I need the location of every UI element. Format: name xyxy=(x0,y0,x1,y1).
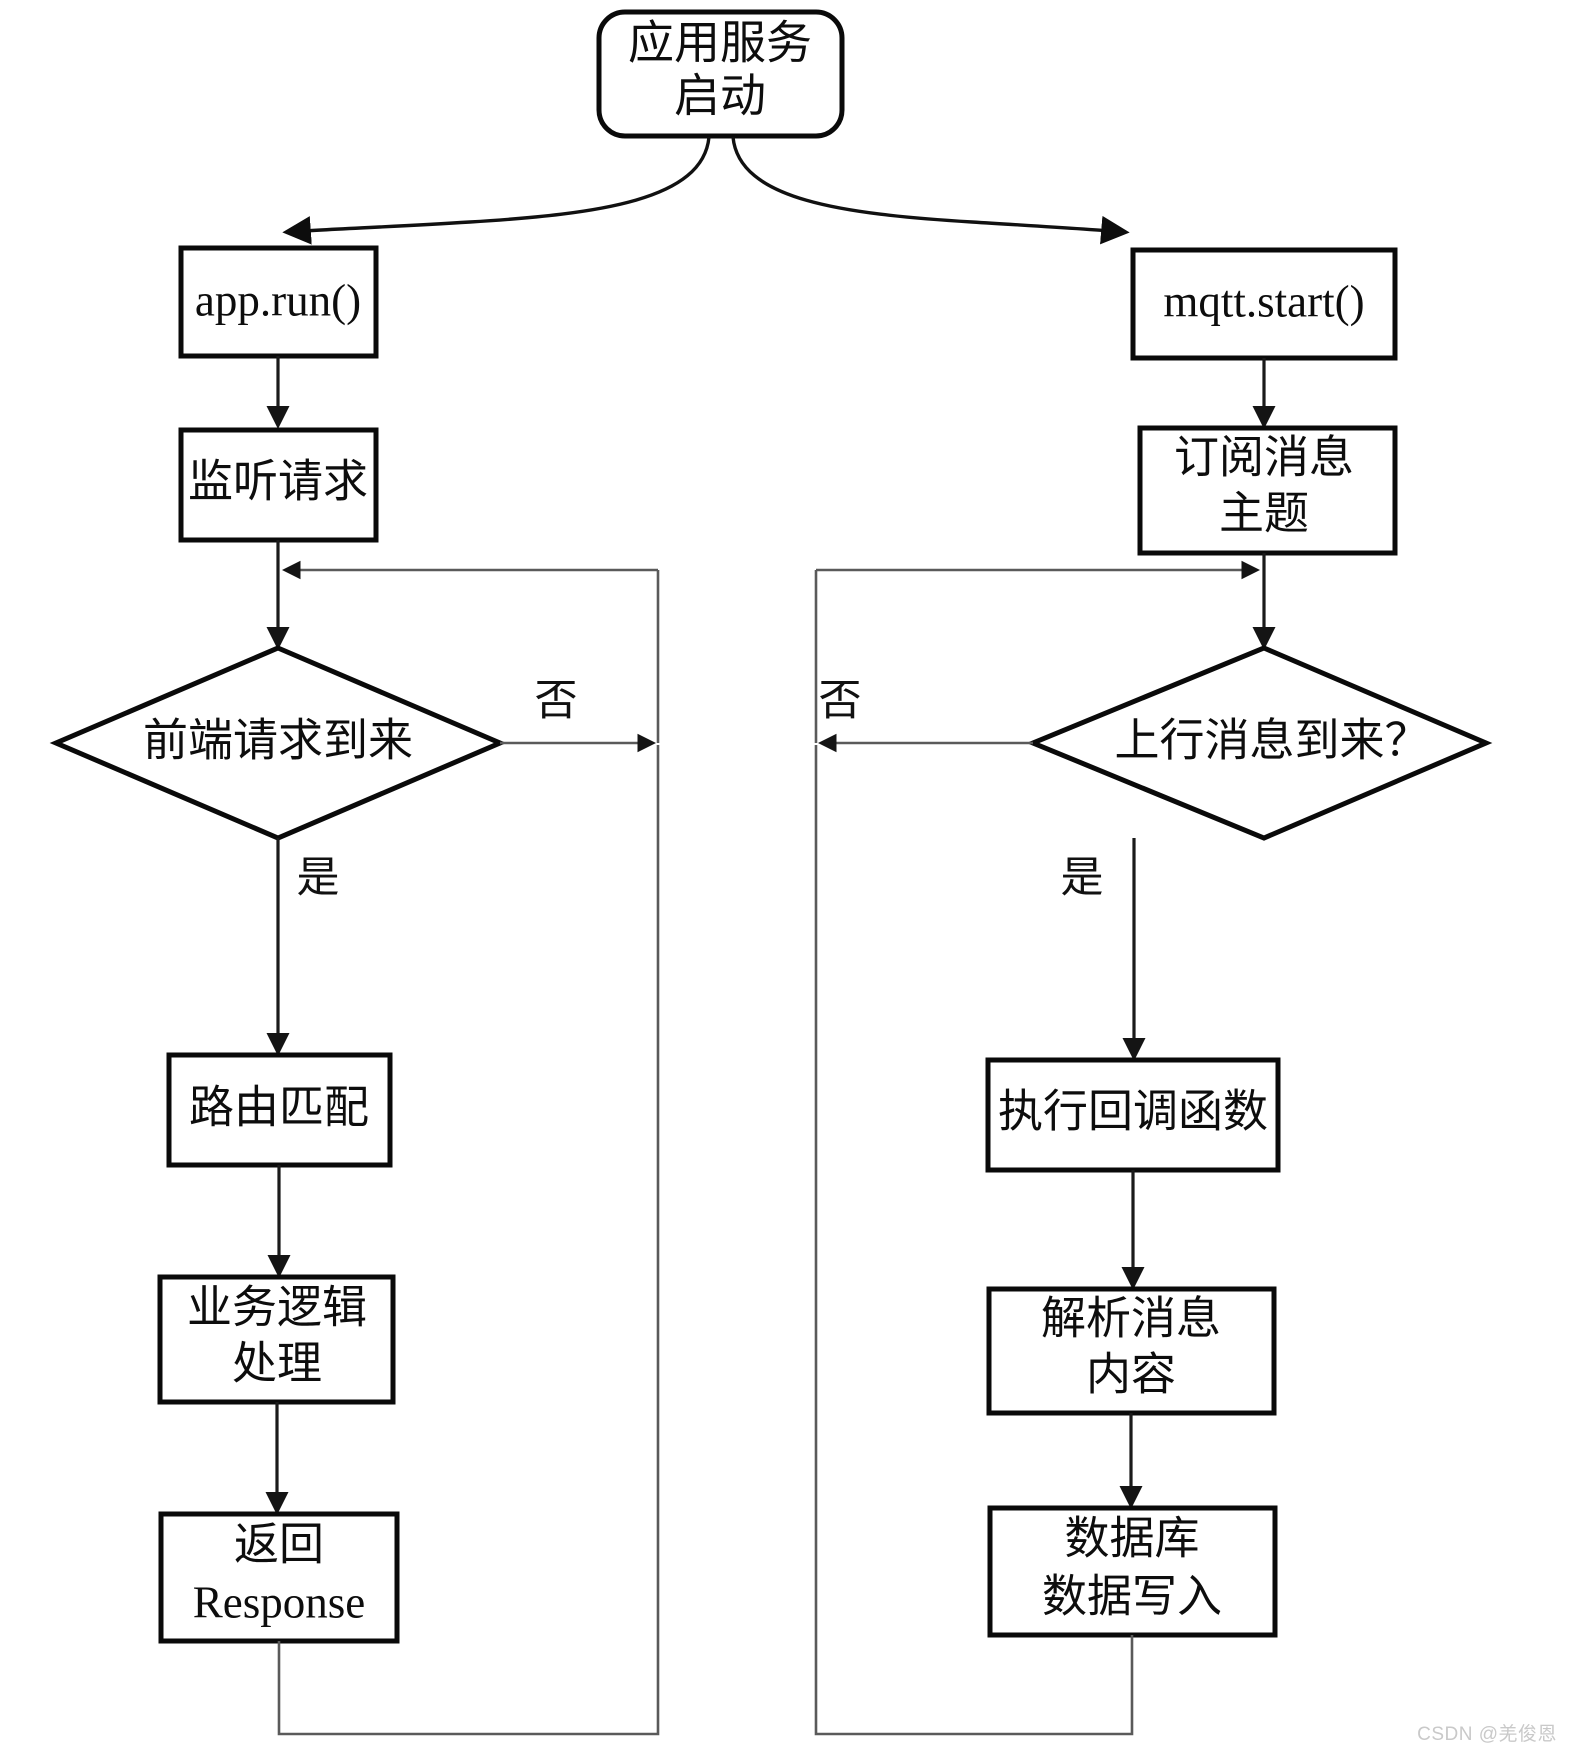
business-logic-label-line2: 处理 xyxy=(232,1338,322,1388)
route-match-label: 路由匹配 xyxy=(189,1082,369,1132)
left-no-label: 否 xyxy=(535,678,578,725)
start-node-shape xyxy=(596,9,845,139)
right-no-label: 否 xyxy=(819,678,862,725)
front-request-decision-label: 前端请求到来 xyxy=(143,715,413,765)
db-write-label-line1: 数据库 xyxy=(1064,1513,1199,1563)
app-run-label: app.run() xyxy=(195,275,361,325)
start-node-label-line1: 应用服务 xyxy=(628,18,812,69)
app-run-box xyxy=(178,245,379,359)
left-yes-label: 是 xyxy=(297,855,340,902)
business-logic-label-line1: 业务逻辑 xyxy=(187,1282,367,1332)
subscribe-topic-box xyxy=(1137,425,1398,556)
mqtt-start-label: mqtt.start() xyxy=(1163,276,1364,326)
connector-start-to-app-run xyxy=(282,136,711,245)
start-node-label-line2: 启动 xyxy=(674,71,766,122)
parse-message-label-line1: 解析消息 xyxy=(1041,1293,1221,1343)
db-write-label-line2: 数据写入 xyxy=(1042,1571,1222,1621)
return-response-label-line1: 返回 xyxy=(234,1519,324,1569)
uplink-message-decision-shape xyxy=(1026,645,1493,841)
uplink-message-decision-label: 上行消息到来？ xyxy=(1114,715,1429,765)
csdn-watermark: CSDN @羌俊恩 xyxy=(1417,1724,1557,1745)
connector-left-bottom-loop xyxy=(277,745,660,1736)
connector-right-bottom-loop xyxy=(814,745,1134,1736)
callback-exec-box xyxy=(985,1057,1281,1173)
parse-message-label-line2: 内容 xyxy=(1086,1349,1176,1399)
db-write-box xyxy=(987,1505,1278,1638)
subscribe-topic-label-line1: 订阅消息 xyxy=(1174,432,1354,482)
subscribe-topic-label-line2: 主题 xyxy=(1219,488,1309,538)
parse-message-box xyxy=(986,1286,1277,1416)
listen-request-label: 监听请求 xyxy=(188,456,368,506)
callback-exec-label: 执行回调函数 xyxy=(998,1086,1268,1136)
right-yes-label: 是 xyxy=(1061,855,1104,902)
mqtt-start-box xyxy=(1130,247,1398,361)
return-response-label-line2: Response xyxy=(193,1577,366,1627)
connector-start-to-mqtt-start xyxy=(731,136,1130,245)
business-logic-box xyxy=(157,1274,396,1405)
return-response-box xyxy=(158,1511,400,1644)
